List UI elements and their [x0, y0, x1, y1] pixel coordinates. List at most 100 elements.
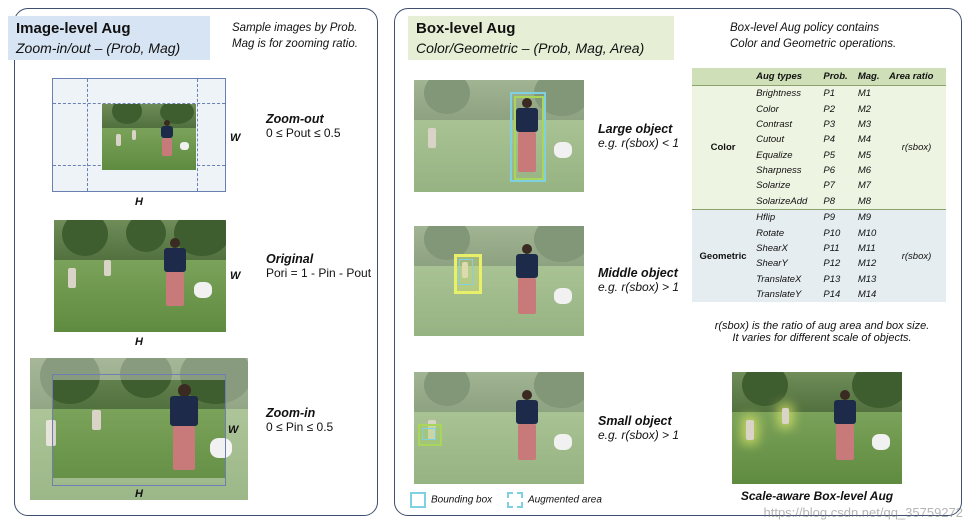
small-object-photo	[414, 372, 584, 484]
zoom-in-crop-frame	[52, 374, 226, 486]
prob-cell: P7	[821, 178, 856, 194]
original-formula: Pori = 1 - Pin - Pout	[266, 266, 372, 280]
mag-cell: M7	[855, 178, 888, 194]
prob-cell: P4	[821, 132, 856, 148]
prob-cell: P11	[821, 240, 856, 257]
aug-type-cell: Rotate	[754, 225, 822, 241]
original-w-label: W	[230, 270, 241, 282]
original-name: Original	[266, 252, 314, 266]
large-bounding-box	[510, 92, 546, 182]
aug-type-cell: Solarize	[754, 178, 822, 194]
small-object-text: Small object e.g. r(sbox) > 1	[598, 414, 679, 442]
mag-cell: M4	[855, 132, 888, 148]
watermark: https://blog.csdn.net/qq_35759272	[763, 505, 964, 520]
aug-type-cell: ShearX	[754, 240, 822, 257]
table-header-cell: Mag.	[855, 68, 888, 86]
zoom-out-h-label: H	[135, 196, 143, 208]
prob-cell: P10	[821, 225, 856, 241]
area-ratio-caption: r(sbox) is the ratio of aug area and box…	[714, 320, 930, 344]
image-level-note: Sample images by Prob. Mag is for zoomin…	[232, 22, 358, 50]
mag-cell: M1	[855, 85, 888, 102]
middle-object-photo	[414, 226, 584, 336]
box-level-note: Box-level Aug policy contains Color and …	[730, 22, 897, 50]
prob-cell: P1	[821, 85, 856, 102]
original-text: Original Pori = 1 - Pin - Pout	[266, 252, 371, 280]
small-object-name: Small object	[598, 414, 672, 428]
small-bounding-box	[422, 428, 436, 440]
table-header-row: Aug types Prob. Mag. Area ratio	[692, 68, 946, 86]
zoom-out-formula: 0 ≤ Pout ≤ 0.5	[266, 126, 341, 140]
mag-cell: M13	[855, 271, 888, 287]
mag-cell: M14	[855, 286, 888, 303]
group-label-cell: Geometric	[692, 209, 755, 303]
aug-type-cell: Contrast	[754, 116, 822, 133]
small-aug-area	[418, 424, 442, 446]
zoom-out-name: Zoom-out	[266, 112, 324, 126]
zoom-in-photo	[30, 358, 248, 500]
zoom-out-photo	[102, 104, 196, 170]
table-header-cell	[692, 68, 755, 86]
image-level-title: Image-level Aug	[16, 20, 131, 37]
mag-cell: M2	[855, 101, 888, 117]
aug-legend-label: Augmented area	[527, 494, 602, 506]
aug-type-cell: Color	[754, 101, 822, 117]
prob-cell: P13	[821, 271, 856, 287]
area-ratio-cell: r(sbox)	[887, 85, 946, 210]
mag-cell: M9	[855, 209, 888, 226]
prob-cell: P6	[821, 162, 856, 179]
middle-object-name: Middle object	[598, 266, 678, 280]
zoom-in-name: Zoom-in	[266, 406, 316, 420]
mag-cell: M3	[855, 116, 888, 133]
area-ratio-cell: r(sbox)	[887, 209, 946, 303]
mag-cell: M8	[855, 193, 888, 210]
aug-type-cell: TranslateX	[754, 271, 822, 287]
aug-legend-swatch	[506, 492, 523, 508]
image-level-title-box: Image-level Aug Zoom-in/out – (Prob, Mag…	[8, 16, 210, 60]
group-label-cell: Color	[692, 85, 755, 210]
large-object-formula: e.g. r(sbox) < 1	[598, 136, 680, 150]
zoom-in-h-label: H	[135, 488, 143, 500]
scale-aware-caption: Scale-aware Box-level Aug	[740, 489, 894, 503]
mag-cell: M12	[855, 256, 888, 272]
prob-cell: P12	[821, 256, 856, 272]
table-header-cell: Aug types	[754, 68, 822, 86]
large-object-text: Large object e.g. r(sbox) < 1	[598, 122, 679, 150]
prob-cell: P14	[821, 286, 856, 303]
aug-type-cell: Hflip	[754, 209, 822, 226]
table-header-cell: Area ratio	[887, 68, 946, 86]
mag-cell: M5	[855, 147, 888, 163]
aug-type-cell: Cutout	[754, 132, 822, 148]
mag-cell: M6	[855, 162, 888, 179]
middle-object-text: Middle object e.g. r(sbox) > 1	[598, 266, 679, 294]
aug-type-cell: Brightness	[754, 85, 822, 102]
bbox-legend-swatch	[410, 492, 426, 508]
mag-cell: M11	[855, 240, 888, 257]
middle-aug-area	[454, 254, 482, 294]
zoom-out-w-label: W	[230, 132, 241, 144]
large-aug-area	[514, 96, 544, 180]
large-object-name: Large object	[598, 122, 673, 136]
aug-type-cell: SolarizeAdd	[754, 193, 822, 210]
middle-object-formula: e.g. r(sbox) > 1	[598, 280, 680, 294]
zoom-out-text: Zoom-out 0 ≤ Pout ≤ 0.5	[266, 112, 341, 140]
small-object-formula: e.g. r(sbox) > 1	[598, 428, 680, 442]
prob-cell: P9	[821, 209, 856, 226]
box-level-subtitle: Color/Geometric – (Prob, Mag, Area)	[416, 40, 645, 56]
prob-cell: P2	[821, 101, 856, 117]
prob-cell: P5	[821, 147, 856, 163]
scale-aware-photo	[732, 372, 902, 484]
bbox-legend-label: Bounding box	[431, 494, 493, 506]
